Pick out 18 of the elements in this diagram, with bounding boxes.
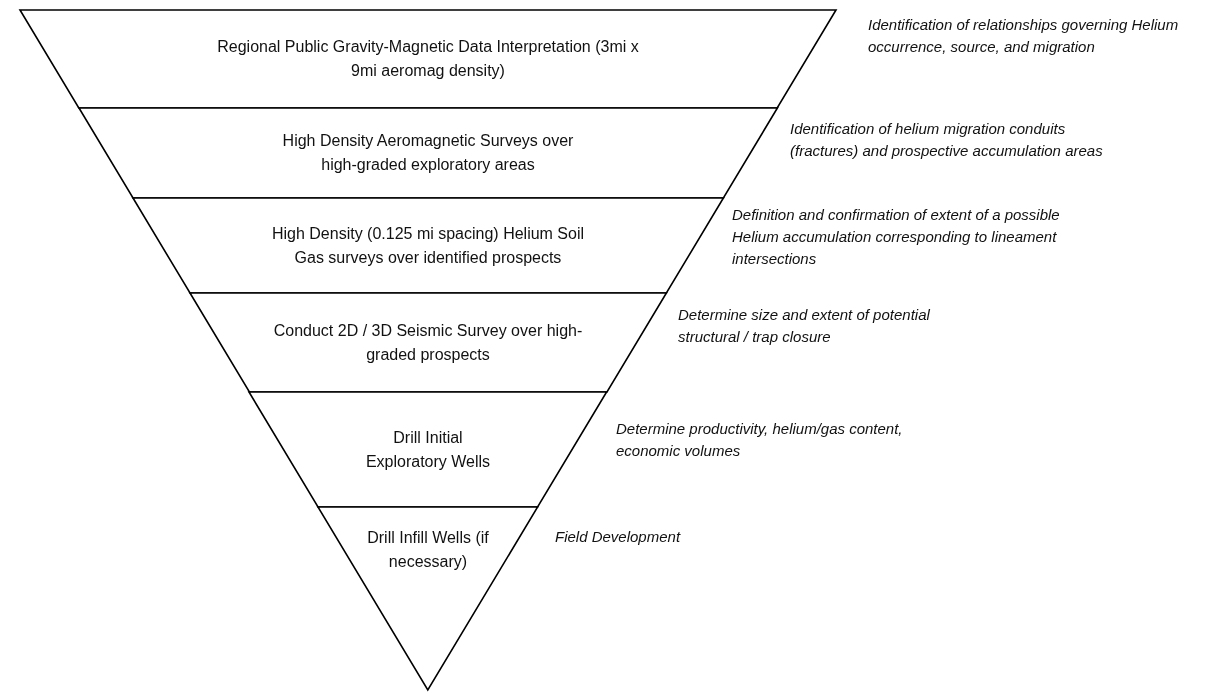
funnel-band [132, 198, 724, 293]
band-text: Regional Public Gravity-Magnetic Data Interpretation (3mi x 9mi aeromag density) [216, 37, 640, 81]
band-text: Conduct 2D / 3D Seismic Survey over high-graded prospects [273, 320, 583, 365]
band-description: Identification of relationships governing Helium occurrence, source, and migration [868, 15, 1180, 57]
band-text: Drill Initial Exploratory Wells [364, 427, 492, 472]
funnel-band [189, 293, 667, 392]
funnel-band [20, 10, 836, 108]
funnel-band [78, 108, 778, 198]
funnel-band [249, 392, 607, 507]
band-description: Field Development [555, 527, 682, 547]
band-description: Determine productivity, helium/gas content, economic volumes [616, 419, 904, 461]
band-text: Drill Infill Wells (if necessary) [366, 527, 490, 572]
band-text: High Density (0.125 mi spacing) Helium Soil Gas surveys over identified prospects [270, 223, 586, 268]
band-description: Definition and confirmation of extent of a possible Helium accumulation corresponding to lineament intersections [732, 205, 1061, 269]
band-description: Identification of helium migration conduits (fractures) and prospective accumulation areas [790, 119, 1104, 161]
band-description: Determine size and extent of potential structural / trap closure [678, 305, 931, 347]
funnel-band [318, 507, 538, 690]
band-text: High Density Aeromagnetic Surveys over high-graded exploratory areas [281, 131, 575, 175]
